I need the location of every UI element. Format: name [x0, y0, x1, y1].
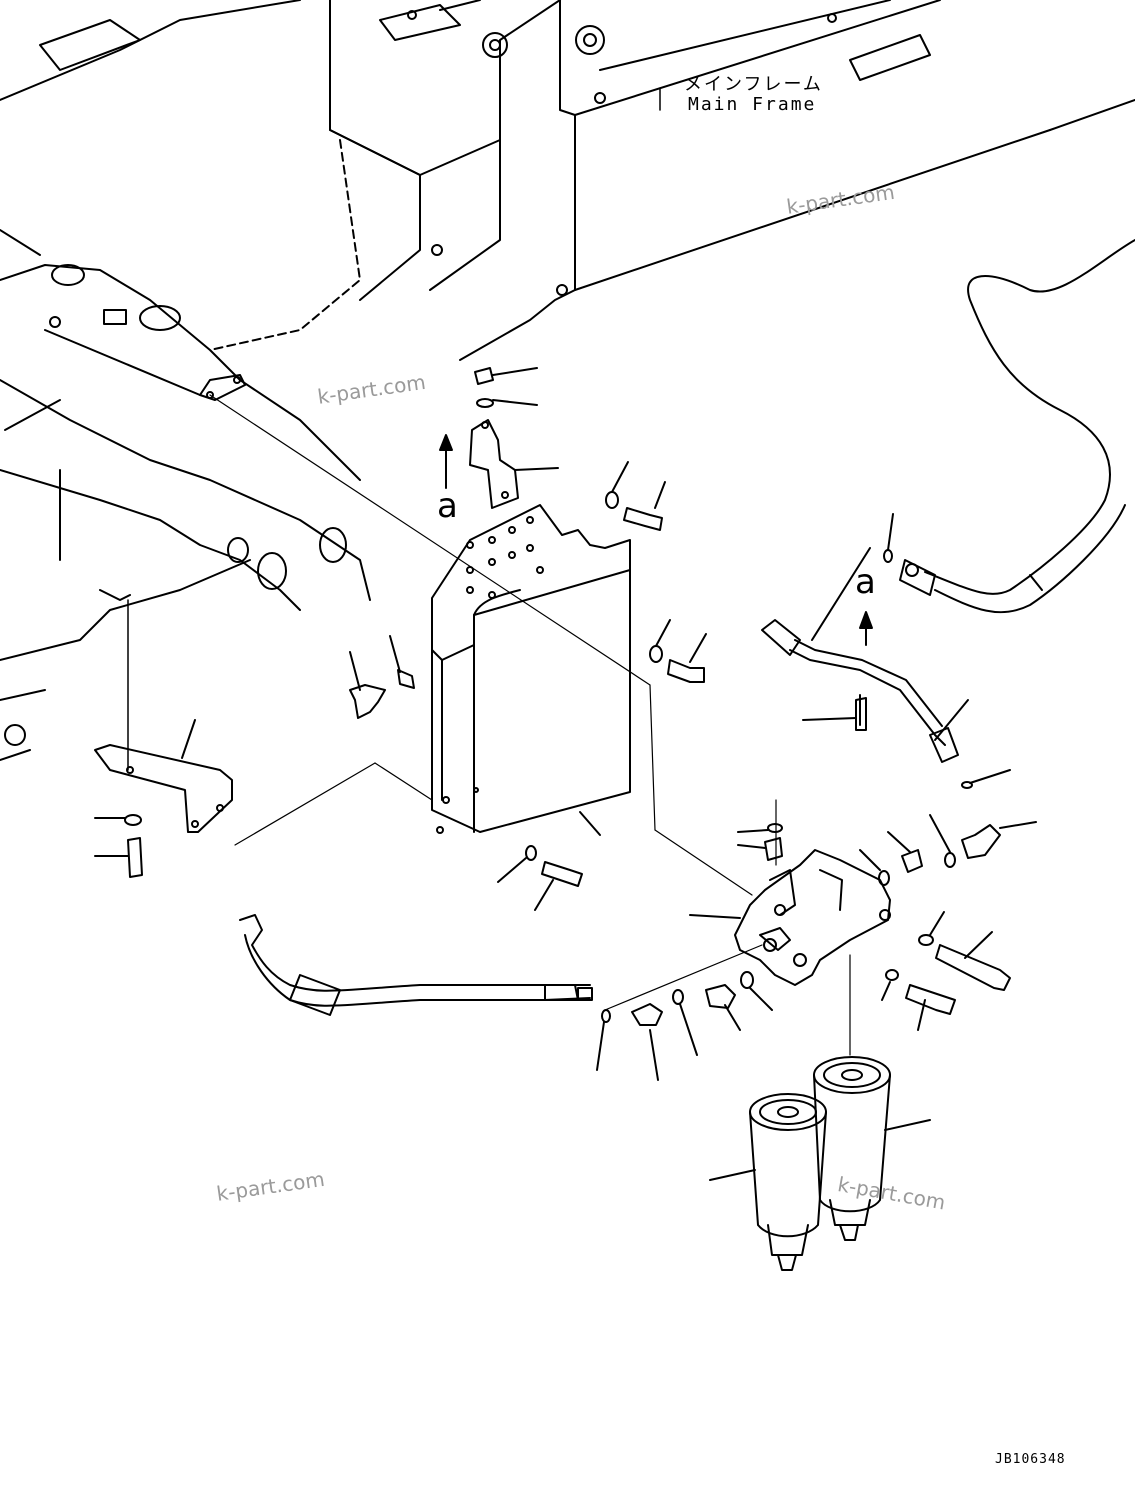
- view-marker-a-upper: a: [437, 486, 458, 526]
- drawing-code: JB106348: [995, 1452, 1066, 1467]
- upper-bracket: [439, 367, 559, 509]
- lower-left-bracket: [94, 599, 233, 878]
- cover-fasteners: [349, 461, 707, 911]
- view-marker-a-right: a: [855, 562, 876, 602]
- upper-hose: [899, 239, 1135, 614]
- fuel-hose-upper: [761, 513, 969, 763]
- reference-lines: [209, 394, 851, 1056]
- fuel-filter-right: [813, 1056, 931, 1241]
- main-frame: [0, 0, 1135, 761]
- main-frame-label-en: Main Frame: [688, 94, 817, 115]
- fuel-filter-left: [709, 1093, 827, 1271]
- cover-plate: [431, 504, 631, 836]
- main-frame-label-jp: メインフレーム: [684, 74, 823, 95]
- filter-head-fasteners: [596, 769, 1037, 1081]
- filter-head: [689, 849, 891, 986]
- fuel-hose-lower: [239, 914, 593, 1016]
